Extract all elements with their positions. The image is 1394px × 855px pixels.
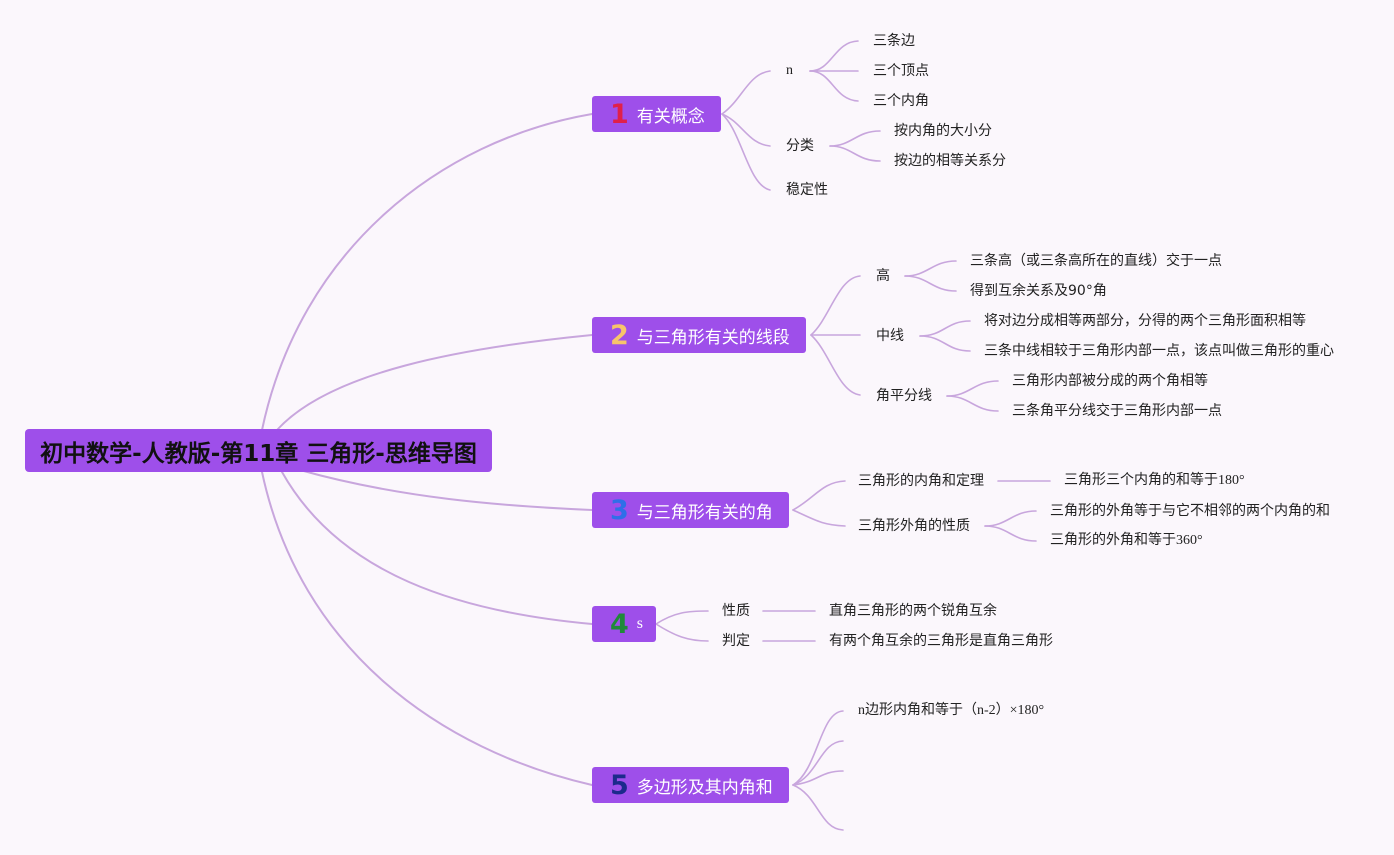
topic-stability[interactable]: 稳定性 xyxy=(786,182,828,198)
topic-bisector[interactable]: 角平分线 xyxy=(876,388,932,404)
branch-5-label: 多边形及其内角和 xyxy=(636,777,773,798)
topic-bisector-intersect[interactable]: 三条角平分线交于三角形内部一点 xyxy=(1012,403,1222,419)
topic-three-vertices[interactable]: 三个顶点 xyxy=(873,63,929,79)
topic-three-angles[interactable]: 三个内角 xyxy=(873,93,929,109)
branch-2-label: 与三角形有关的线段 xyxy=(636,327,790,348)
topic-n[interactable]: n xyxy=(786,63,793,78)
topic-height-intersect[interactable]: 三条高（或三条高所在的直线）交于一点 xyxy=(970,253,1222,269)
topic-classify[interactable]: 分类 xyxy=(786,138,814,154)
link-root-b2 xyxy=(276,334,593,431)
root-node[interactable]: 初中数学-人教版-第11章 三角形-思维导图 xyxy=(25,429,492,472)
topic-classify-by-angle[interactable]: 按内角的大小分 xyxy=(894,123,992,139)
topic-judge[interactable]: 判定 xyxy=(722,633,750,649)
branch-1-node[interactable]: 1 有关概念 xyxy=(592,96,721,132)
branch-3-label: 与三角形有关的角 xyxy=(636,502,773,523)
topic-exterior-angle-sum-two[interactable]: 三角形的外角等于与它不相邻的两个内角的和 xyxy=(1050,503,1330,519)
topic-angle-sum-180[interactable]: 三角形三个内角的和等于180° xyxy=(1064,473,1245,488)
topic-exterior-angle[interactable]: 三角形外角的性质 xyxy=(858,518,970,534)
branch-5-node[interactable]: 5 多边形及其内角和 xyxy=(592,767,789,803)
branch-1-label: 有关概念 xyxy=(636,106,705,127)
branch-3-number: 3 xyxy=(610,494,629,526)
topic-acute-complementary[interactable]: 直角三角形的两个锐角互余 xyxy=(829,603,997,619)
topic-three-sides[interactable]: 三条边 xyxy=(873,33,915,49)
topic-property[interactable]: 性质 xyxy=(722,603,750,619)
branch-4-number: 4 xyxy=(610,608,629,640)
branch-1-number: 1 xyxy=(610,98,629,130)
link-root-b3 xyxy=(299,469,593,511)
link-root-b5 xyxy=(261,471,593,786)
topic-classify-by-side[interactable]: 按边的相等关系分 xyxy=(894,153,1006,169)
topic-median-area[interactable]: 将对边分成相等两部分，分得的两个三角形面积相等 xyxy=(984,313,1306,329)
branch-4-node[interactable]: 4 s xyxy=(592,606,656,642)
topic-bisector-equal[interactable]: 三角形内部被分成的两个角相等 xyxy=(1012,373,1208,389)
branch-2-number: 2 xyxy=(610,319,629,351)
link-root-b4 xyxy=(281,471,593,625)
root-title: 初中数学-人教版-第11章 三角形-思维导图 xyxy=(40,440,477,467)
topic-angle-sum-theorem[interactable]: 三角形的内角和定理 xyxy=(858,473,984,489)
topic-exterior-angle-360[interactable]: 三角形的外角和等于360° xyxy=(1050,533,1203,548)
branch-3-node[interactable]: 3 与三角形有关的角 xyxy=(592,492,789,528)
topic-median-centroid[interactable]: 三条中线相较于三角形内部一点，该点叫做三角形的重心 xyxy=(984,343,1334,359)
link-root-b1 xyxy=(261,113,593,431)
branch-5-number: 5 xyxy=(610,769,629,801)
topic-median[interactable]: 中线 xyxy=(876,328,904,344)
branch-2-node[interactable]: 2 与三角形有关的线段 xyxy=(592,317,806,353)
branch-4-label: s xyxy=(636,615,644,632)
topic-right-triangle-judge[interactable]: 有两个角互余的三角形是直角三角形 xyxy=(829,633,1053,649)
topic-polygon-angle-sum[interactable]: n边形内角和等于（n-2）×180° xyxy=(858,703,1045,718)
topic-height-90[interactable]: 得到互余关系及90°角 xyxy=(970,283,1107,299)
topic-height[interactable]: 高 xyxy=(876,268,890,284)
